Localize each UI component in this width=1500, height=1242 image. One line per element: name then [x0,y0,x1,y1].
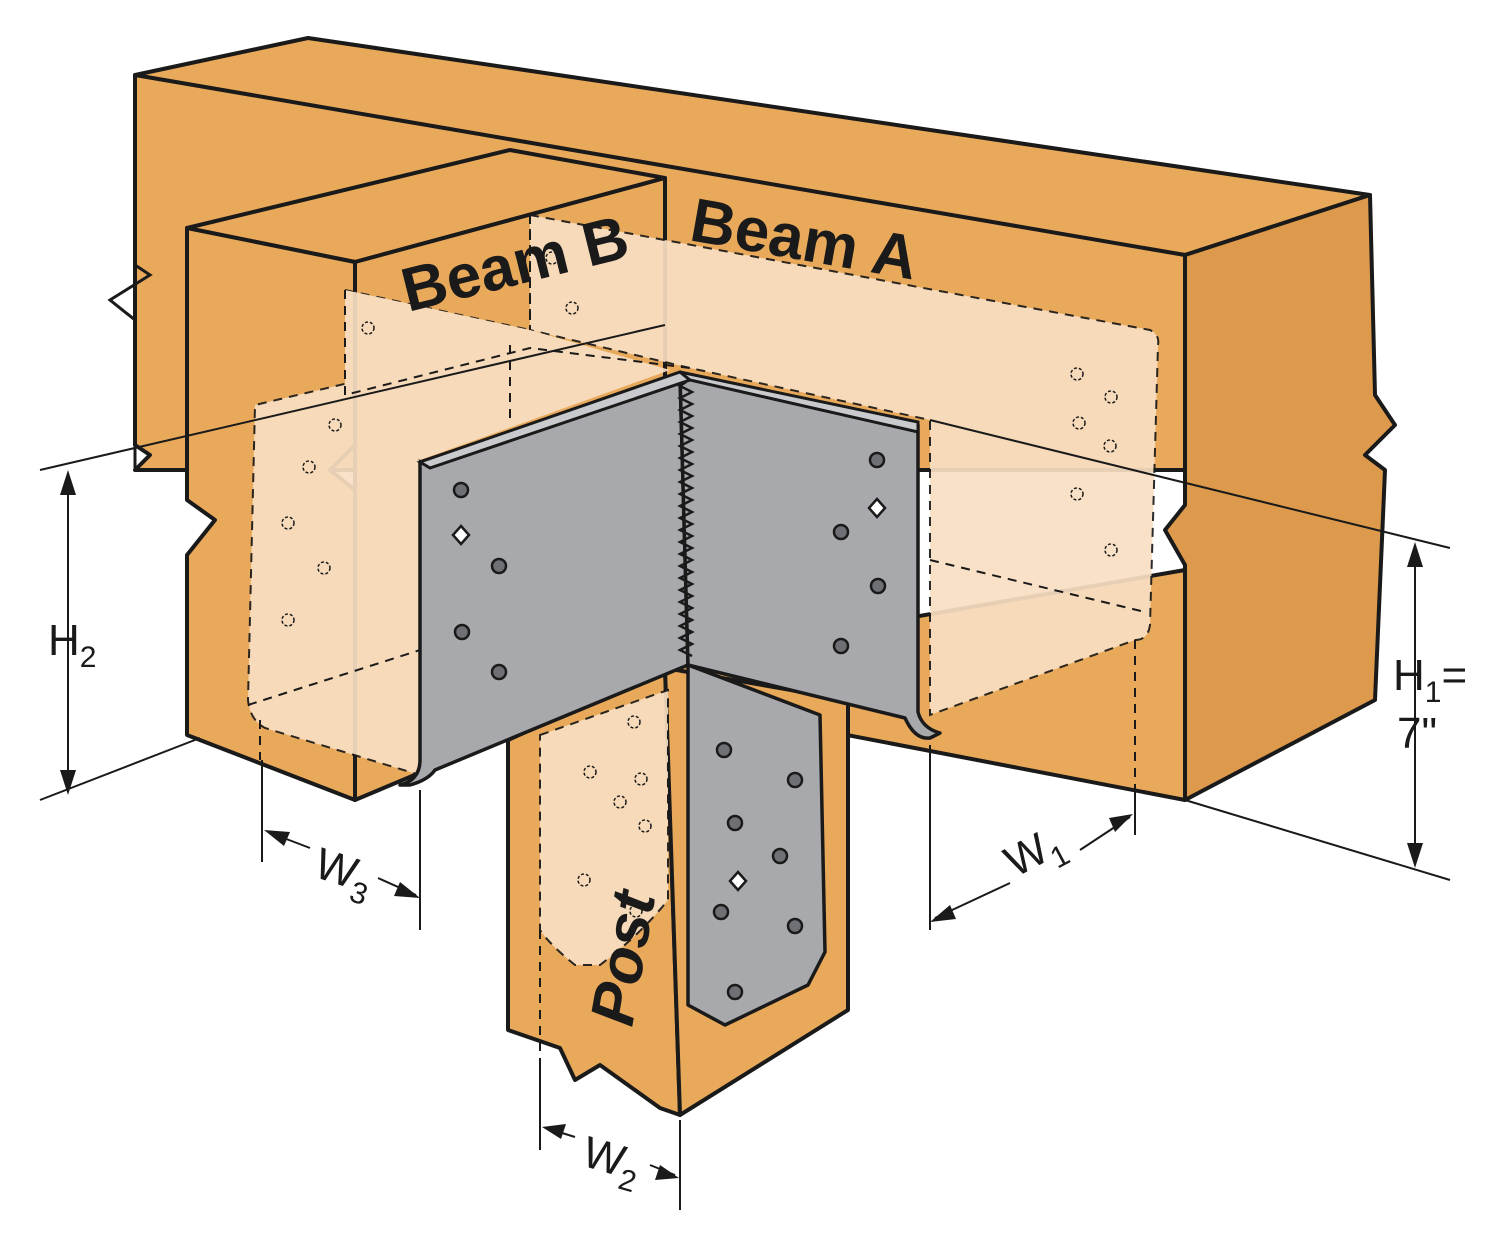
hidden-fastener-hole [577,873,591,887]
dim-w2-label: W2 [575,1128,647,1200]
fastener-hole [832,523,850,541]
dim-w3-label: W3 [306,839,379,912]
hidden-fastener-hole [1104,390,1118,404]
fastener-hole [712,903,730,921]
diamond-hole [728,870,748,892]
hidden-fastener-hole [545,251,559,265]
dimension-arrows [60,470,1423,1180]
hidden-fastener-hole [1103,439,1117,453]
hidden-fastener-hole [328,418,342,432]
fastener-hole [771,847,789,865]
fastener-hole [868,451,886,469]
hidden-fastener-hole [638,819,652,833]
beam-a-end-face [1163,193,1397,802]
dim-h2-label: H2 [48,616,96,674]
connector-flange-beam-b [398,373,690,787]
hidden-fastener-holes [281,251,1118,918]
hidden-fastener-hole [317,561,331,575]
connector-flange-post [686,663,827,1027]
fastener-hole [453,623,471,641]
diamond-hole [451,524,471,546]
hidden-fastener-hole [629,904,643,918]
dim-h1-label: H1= [1393,651,1467,709]
hidden-fastener-hole [1104,543,1118,557]
extension-lines [39,324,1451,1210]
fastener-hole [452,481,470,499]
hidden-fastener-hole [583,765,597,779]
fastener-hole [490,557,508,575]
fastener-hole [786,917,804,935]
hidden-fastener-hole [1070,367,1084,381]
hidden-fastener-hole [281,613,295,627]
hidden-fastener-hole [281,516,295,530]
fastener-hole [715,741,733,759]
hidden-flanges [246,213,1160,966]
dim-h1-value: 7" [1397,709,1437,758]
hidden-fastener-hole [565,301,579,315]
fastener-hole [786,771,804,789]
hidden-fastener-hole [1072,416,1086,430]
fastener-hole [726,814,744,832]
fastener-hole [869,577,887,595]
weld-zigzag [677,380,695,658]
hidden-fastener-hole [634,772,648,786]
hidden-fastener-hole [302,460,316,474]
fastener-holes [451,451,887,1001]
hidden-flange-post [539,688,669,966]
hidden-flange-beam-a [529,213,1160,717]
fastener-hole [490,663,508,681]
fastener-hole [726,983,744,1001]
diamond-hole [867,497,887,519]
weld-seam [677,380,695,658]
fastener-hole [832,637,850,655]
hidden-fastener-hole [627,715,641,729]
hidden-fastener-hole [1070,487,1084,501]
hidden-fastener-hole [613,795,627,809]
hidden-fastener-hole [361,321,375,335]
